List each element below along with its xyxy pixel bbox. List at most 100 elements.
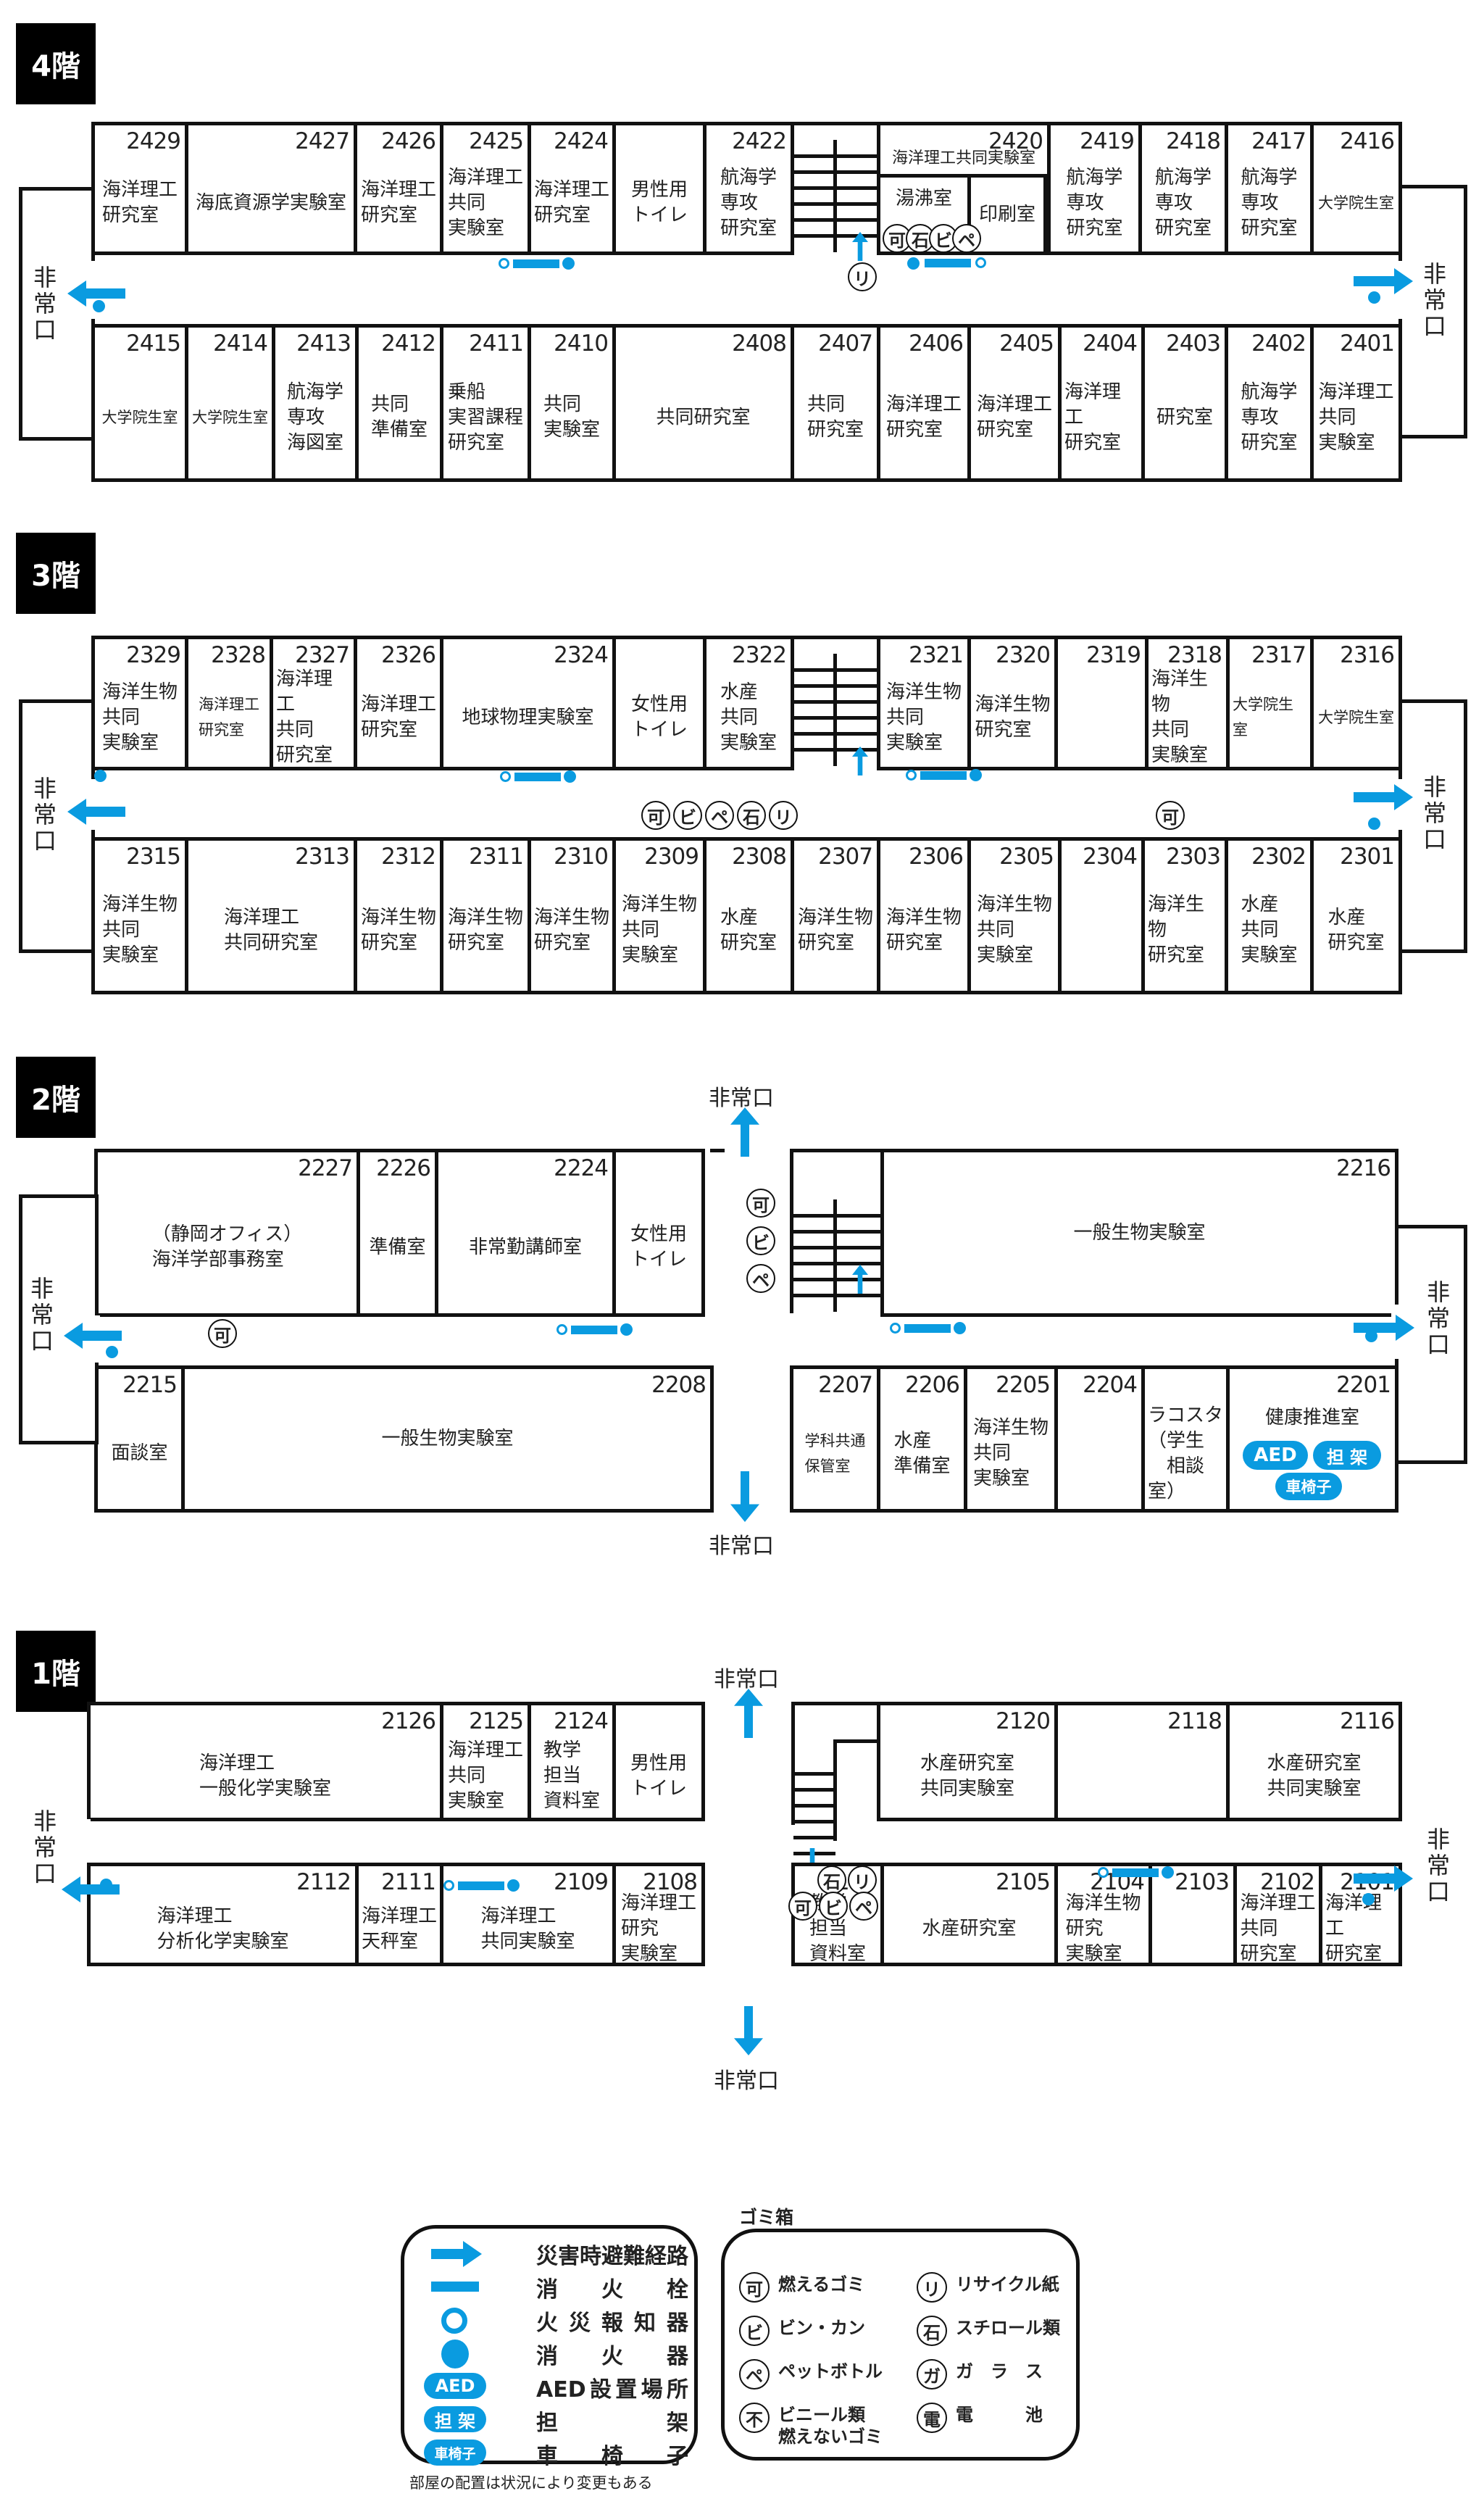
room-name: 教学 担当 資料室 (543, 1739, 600, 1812)
room-number: 2415 (126, 330, 181, 357)
room-number: 2417 (1251, 128, 1306, 154)
stair-wall (791, 1702, 795, 1825)
floor-label: 3階 (16, 533, 96, 614)
evacuation-arrow-shape (1354, 1866, 1413, 1892)
room-name: 航海学 専攻 研究室 (720, 166, 777, 239)
room-name: 海洋生物 研究室 (975, 694, 1051, 741)
room-number: 2405 (999, 330, 1054, 357)
room-number: 2327 (295, 642, 350, 668)
room-number: 2301 (1340, 844, 1395, 870)
floor-label: 1階 (16, 1631, 96, 1712)
room-name: 海洋理工 共同 実験室 (1318, 380, 1394, 454)
wheelchair-badge: 車椅子 (424, 2440, 486, 2466)
evacuation-arrow-icon (852, 746, 868, 775)
room-name: 海洋理工 研究室 (976, 394, 1052, 441)
room-number: 2324 (554, 642, 609, 668)
room-number: 2313 (295, 844, 350, 870)
room-number: 2414 (213, 330, 268, 357)
stair-step (793, 1230, 880, 1234)
room-name: 航海学 専攻 研究室 (1241, 380, 1298, 454)
room-name: 海洋理工 共同 研究室 (276, 668, 333, 766)
trash-legend-label: スチロール類 (956, 2318, 1060, 2338)
room-number: 2411 (469, 330, 524, 357)
room-number: 2413 (296, 330, 351, 357)
floor-label: 2階 (16, 1057, 96, 1138)
evacuation-arrow-icon (1354, 268, 1413, 294)
legend-fire-hydrant-icon (431, 2282, 479, 2292)
trash-bin-ペ-icon: ペ (849, 1892, 878, 1921)
room-name: 海洋理工 研究室 (199, 696, 259, 739)
fire-extinguisher-icon (564, 770, 576, 783)
room-number: 2310 (554, 844, 609, 870)
room-name: 海洋生物 研究室 (797, 906, 873, 954)
room-name: 湯沸室 (895, 188, 952, 209)
stair-wall (791, 122, 878, 125)
room-number: 2102 (1260, 1869, 1315, 1895)
fire-extinguisher-icon (954, 1322, 966, 1334)
room-number: 2311 (469, 844, 524, 870)
exit-label: 非常口 (714, 1667, 779, 1692)
exit-gap (91, 779, 97, 830)
room-number: 2208 (651, 1372, 706, 1398)
stair-wall (791, 636, 878, 639)
fire-alarm-icon (975, 257, 986, 268)
room: 2208 一般生物実験室 (181, 1365, 714, 1513)
room-name: 大学院生室 (1318, 708, 1394, 726)
room-name: 海洋理工 共同 実験室 (447, 166, 523, 239)
room-number: 2118 (1167, 1708, 1222, 1734)
room-number: 2304 (1083, 844, 1138, 870)
exit-label: 非常口 (33, 264, 57, 344)
room-number: 2317 (1251, 642, 1306, 668)
exit-label: 非常口 (709, 1086, 774, 1111)
fire-extinguisher-icon (907, 257, 920, 270)
room-number: 2226 (376, 1155, 431, 1181)
room-name: 海洋理工 研究室 (360, 179, 436, 226)
evacuation-arrow-shape (64, 1323, 122, 1349)
room-name: （静岡オフィス） 海洋学部事務室 (151, 1223, 303, 1270)
room-name: 海洋理工 研究室 (885, 394, 962, 441)
room-name: 海洋理工 共同 研究室 (1240, 1892, 1316, 1965)
room: ラコスタ （学生 相談室） (1141, 1365, 1230, 1513)
trash-bin-可-icon: 可 (641, 801, 670, 830)
stair-wall (791, 1702, 877, 1705)
room-name: 大学院生室 (1318, 194, 1394, 212)
room-name: 大学院生室 (192, 408, 268, 426)
fire-alarm-icon (1098, 1867, 1109, 1878)
room-name: 一般生物実験室 (1073, 1221, 1206, 1244)
room: 女性用 トイレ (612, 1149, 705, 1317)
room-name: 海洋理工 研究室 (101, 179, 178, 226)
trash-bin-ビ-icon: ビ (819, 1892, 848, 1921)
room-name: 航海学 専攻 研究室 (1241, 166, 1298, 239)
aed-badge: AED (424, 2373, 486, 2399)
room-name: 海洋生物 研究室 (1148, 894, 1205, 966)
layout-note: 部屋の配置は状況により変更もある (409, 2474, 653, 2492)
trash-bin-石-icon: 石 (737, 801, 766, 830)
room-name: 一般生物実験室 (381, 1428, 514, 1450)
legend-label: 担 架 (536, 2411, 688, 2436)
stretcher-badge: 担 架 (424, 2406, 486, 2432)
room-name: 健康推進室 (1264, 1407, 1359, 1428)
trash-legend-label: 電 池 (956, 2405, 1043, 2425)
stair-step (793, 1820, 835, 1823)
stair-rail (833, 140, 837, 252)
fire-extinguisher-icon (562, 257, 575, 270)
fire-alarm-icon (556, 1324, 567, 1335)
